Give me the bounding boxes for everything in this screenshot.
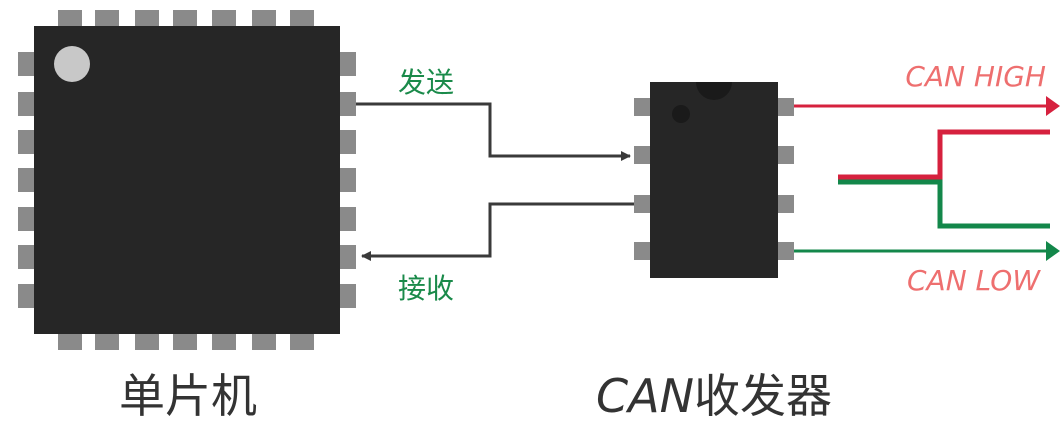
transceiver-chip: [634, 82, 794, 278]
transceiver-label: CAN收发器: [596, 369, 832, 423]
mcu-body: [34, 26, 340, 334]
mcu-label: 单片机: [119, 369, 257, 423]
mcu-top-pins: [58, 10, 314, 28]
can-low-line: [794, 241, 1060, 261]
transceiver-notch: [696, 82, 732, 100]
receive-label: 接收: [398, 272, 454, 305]
transceiver-left-pins: [634, 98, 654, 260]
send-wire: [356, 102, 631, 161]
mcu-chip: [18, 10, 356, 350]
differential-symbol: [838, 129, 1050, 229]
transceiver-pin1-dot: [672, 105, 690, 123]
mcu-bottom-pins: [58, 332, 314, 350]
mcu-right-pins: [338, 52, 356, 308]
transceiver-right-pins: [774, 98, 794, 260]
can-high-line: [794, 96, 1060, 116]
can-low-label: CAN LOW: [907, 264, 1041, 297]
send-label: 发送: [398, 66, 454, 99]
mcu-left-pins: [18, 52, 36, 308]
receive-wire: [361, 202, 636, 261]
can-high-label: CAN HIGH: [905, 60, 1046, 93]
transceiver-body: [650, 82, 778, 278]
mcu-pin1-dot: [54, 46, 90, 82]
